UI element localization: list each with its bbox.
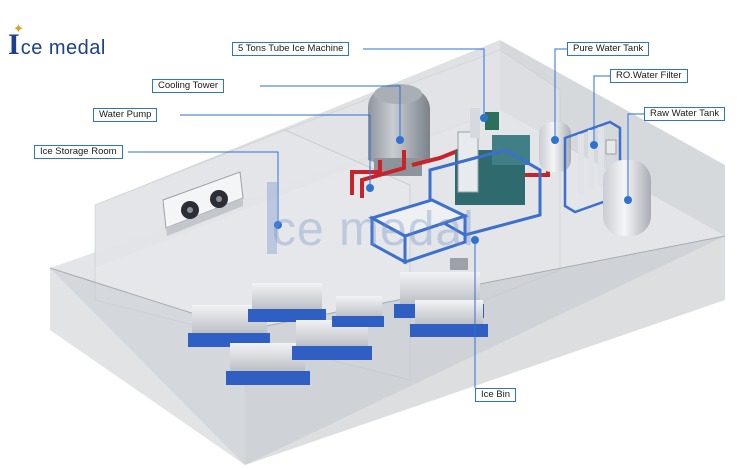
label-raw-water-tank: Raw Water Tank [644, 107, 726, 121]
watermark-i-mark [267, 182, 277, 254]
label-water-pump: Water Pump [93, 108, 158, 122]
logo-text: ce medal [20, 37, 106, 59]
label-ice-bin: Ice Bin [475, 388, 517, 402]
logo-star-icon: ✦ [13, 21, 24, 36]
logo-initial: I [8, 28, 20, 61]
label-pure-water-tank: Pure Water Tank [567, 42, 650, 56]
callout-markers [274, 114, 632, 244]
pure-water-tank-shape [539, 122, 571, 172]
pallet-group-left [188, 283, 384, 385]
label-ro-filter: RO.Water Filter [610, 69, 688, 83]
back-wall-right [500, 40, 725, 236]
ice-bin-shape [368, 198, 469, 270]
brand-logo: I ce medal [8, 30, 106, 60]
front-wall-right [245, 236, 725, 465]
evaporator-unit [162, 171, 244, 236]
callout-lines [128, 48, 644, 388]
label-tube-ice-machine: 5 Tons Tube Ice Machine [232, 42, 350, 56]
cooling-tower-shape [368, 84, 430, 176]
watermark-text: ce medal [272, 203, 475, 256]
label-ice-storage-room: Ice Storage Room [34, 145, 123, 159]
pallet-group-right [394, 272, 488, 337]
tube-ice-machine-shape [428, 108, 542, 237]
label-cooling-tower: Cooling Tower [152, 79, 225, 93]
